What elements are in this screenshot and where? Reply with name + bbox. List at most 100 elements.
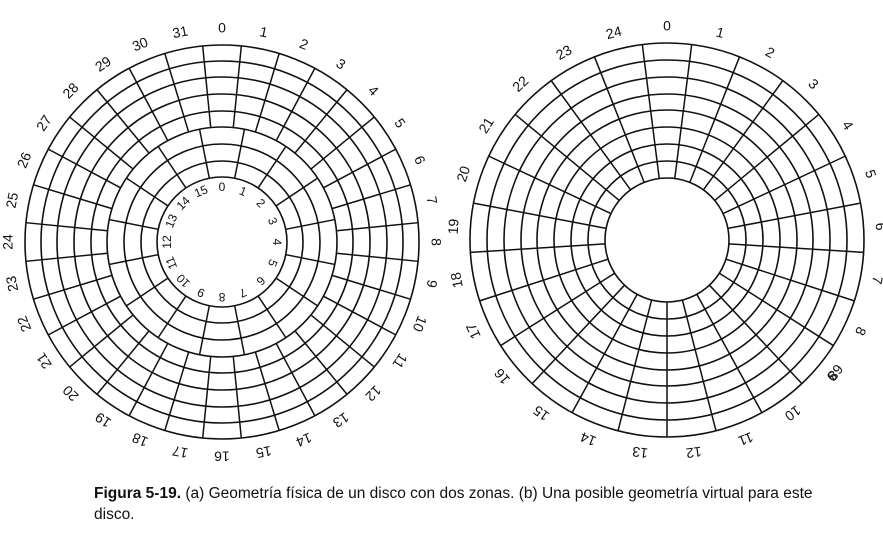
disk-a-inner-sector-label: 5 [265, 257, 281, 269]
disk-b-sector-label: 20 [453, 164, 473, 184]
disk-b-track-ring [587, 160, 747, 320]
disk-a-outer-sector-label: 10 [410, 314, 431, 335]
disk-a-outer-sector-label: 8 [428, 238, 444, 246]
disk-a-outer-sector-line [232, 356, 243, 439]
disk-b-sector-line [617, 299, 653, 431]
disk-a-outer-sector-line [69, 116, 134, 170]
disk-a-outer-sector-line [254, 53, 280, 133]
disk-a-outer-sector-line [47, 148, 121, 189]
disk-b-sector-label: 0 [663, 18, 671, 34]
disk-a-inner-sector-line [233, 129, 246, 179]
disk-a-inner-sector-label: 1 [237, 184, 249, 200]
disk-a-outer-sector-label: 21 [33, 350, 55, 372]
disk-a-inner-sector-label: 15 [192, 182, 210, 200]
disk-b-sector-line [641, 44, 660, 179]
disk-a-outer-sector-line [164, 351, 190, 431]
disk-b-sector-line [689, 56, 741, 183]
disk-b-track-ring [604, 177, 730, 303]
disk-b-sector-line [727, 202, 861, 230]
disk-b-sector-line [550, 80, 632, 191]
disk-a-outer-sector-label: 0 [218, 20, 226, 36]
disk-a-track-ring [140, 160, 304, 324]
disk-b-sector-line [473, 202, 607, 230]
disk-a-track-ring [24, 44, 420, 440]
disk-a-outer-sector-line [25, 221, 108, 232]
disk-a-outer-sector-line [33, 184, 113, 210]
disk-b-sector-label: 12 [685, 444, 703, 462]
disk-a-inner-sector-line [285, 253, 335, 266]
disk-a-outer-sector-line [96, 89, 150, 154]
disk-a-track-ring [123, 143, 321, 341]
disk-b-sector-line [571, 293, 638, 413]
disk-a-inner-sector-label: 11 [162, 254, 180, 271]
disk-a-inner-sector-line [198, 129, 211, 179]
disk-a-inner-sector-label: 13 [162, 212, 180, 230]
disk-a-outer-sector-label: 6 [411, 153, 429, 167]
disk-a-outer-sector-label: 11 [389, 351, 410, 372]
disk-b-sector-label: 4 [839, 118, 857, 133]
disk-a-inner-sector-line [285, 218, 335, 231]
disk-b-sector-line [674, 44, 693, 179]
disk-b-sector-line [681, 299, 717, 431]
disk-b-sector-label: 21 [475, 114, 497, 136]
disk-a-inner-sector-line [125, 177, 169, 207]
disk-a-track-ring [73, 93, 371, 391]
disk-a-outer-sector-label: 29 [92, 53, 114, 75]
disk-a-outer-sector-line [336, 221, 419, 232]
disk-a-outer-sector-label: 1 [258, 23, 269, 40]
disk-b-sector-line [722, 155, 846, 215]
disk-a-outer-sector-label: 30 [130, 34, 151, 55]
disk-b-sector-line [696, 293, 763, 413]
disk-b-sector-label: 22 [509, 72, 531, 94]
disk-a-outer-sector-label: 12 [362, 382, 384, 404]
disk-b-sector-label: 19 [445, 218, 462, 235]
disk-a-outer-sector-label: 3 [333, 55, 349, 73]
disk-a-inner-sector-label: 0 [219, 180, 226, 194]
disk-a-inner-sector-line [109, 218, 159, 231]
disk-b-sector-label: 13 [631, 444, 649, 462]
disk-a-inner-sector-line [157, 145, 187, 189]
disk-b-sector-line [488, 155, 612, 215]
disk-a-outer-sector-label: 9 [424, 278, 441, 289]
disk-b-sector-label: 16 [491, 365, 513, 387]
disk-b-sector-label: 24 [604, 23, 623, 42]
disk-a-outer-sector-line [331, 274, 411, 300]
disk-b-sector-label: 7 [869, 275, 883, 286]
disk-a-outer-sector-line [323, 295, 397, 336]
disk-a-outer-sector-line [47, 295, 121, 336]
disk-a-outer-sector-label: 7 [424, 195, 441, 206]
disk-b-sector-label: 5 [862, 168, 880, 181]
disk-b-sector-line [479, 258, 609, 302]
disk-a-track-ring [156, 176, 288, 308]
disk-b-sector-label: 17 [462, 321, 483, 342]
disk-a-inner-sector-label: 2 [253, 196, 268, 211]
disk-b-sector-label: 8 [852, 324, 870, 338]
disk-a-outer-sector-line [128, 343, 169, 417]
disk-a-inner-sector-label: 8 [218, 290, 225, 304]
disk-b-sector-label: 23 [553, 41, 575, 63]
disk-b-sector-line [531, 284, 626, 385]
disk-b-sector-label: 11 [736, 429, 756, 449]
disk-b-sector-line [470, 243, 606, 254]
disk-a-outer-sector-label: 18 [130, 430, 151, 451]
disk-a-outer-sector-label: 2 [297, 35, 311, 53]
disk-a-outer-sector-label: 13 [330, 409, 352, 431]
disk-a-outer-sector-label: 5 [391, 115, 409, 131]
disk-a-track-ring [40, 60, 404, 424]
disk-a-outer-sector-label: 31 [171, 22, 190, 41]
disk-a-outer-sector-line [336, 252, 419, 263]
disk-a-outer-sector-label: 17 [171, 443, 190, 462]
disk-a-outer-sector-label: 19 [92, 409, 114, 431]
disk-a-outer-sector-label: 24 [0, 234, 16, 250]
disk-a-outer-sector-line [331, 184, 411, 210]
disk-a-outer-sector-label: 14 [294, 430, 315, 451]
disk-a-outer-sector-line [294, 89, 348, 154]
disk-a-outer-sector-line [310, 314, 375, 368]
disk-a-outer-sector-label: 4 [365, 82, 382, 99]
disk-a-inner-sector-line [109, 253, 159, 266]
disk-a-track-ring [56, 76, 388, 408]
disk-a-inner-sector-label: 9 [195, 285, 207, 301]
disk-a-inner-sector-label: 6 [253, 273, 268, 288]
